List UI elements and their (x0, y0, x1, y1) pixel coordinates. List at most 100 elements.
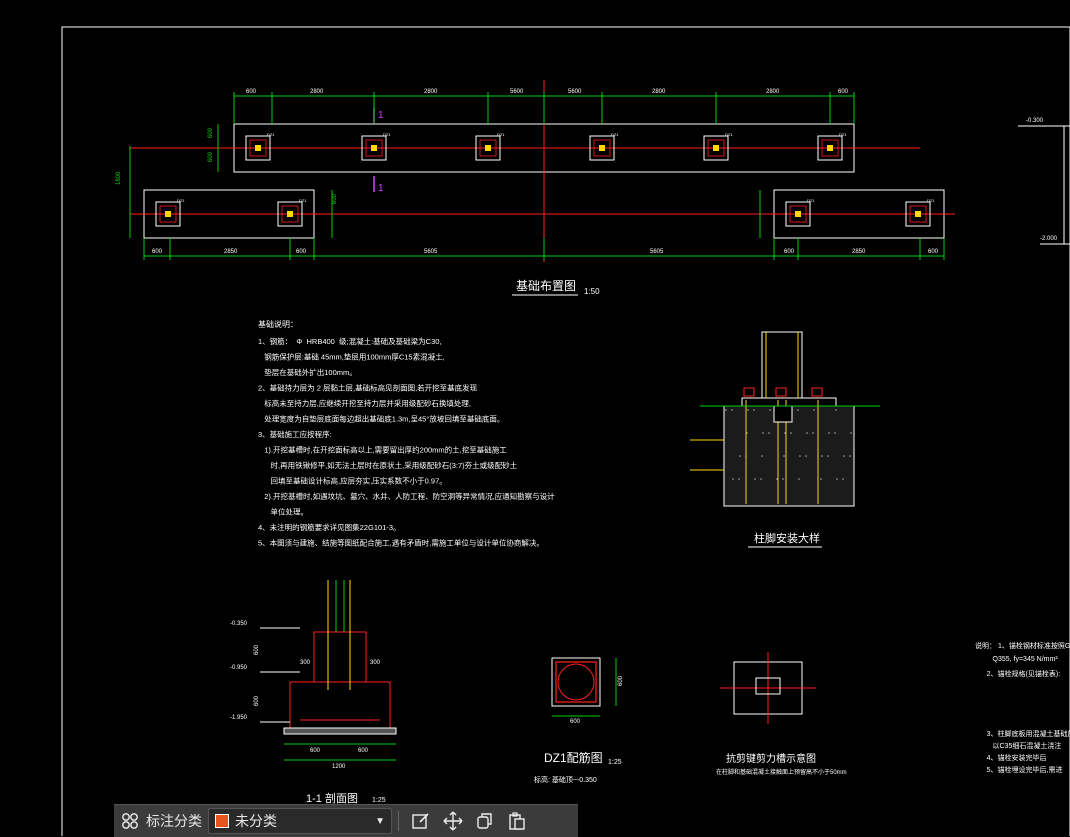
hatch-dot (798, 478, 800, 480)
dim-bottom-5: 600 (784, 249, 795, 255)
section-level-1: -0.950 (230, 665, 248, 671)
hatch-dot (827, 455, 829, 457)
right-level-1: -2.000 (1040, 236, 1058, 242)
nut-2 (775, 387, 787, 397)
hatch-dot (769, 409, 771, 411)
pier-rebar (789, 205, 807, 223)
nut-1 (743, 387, 755, 397)
pier-label: DZ1 (177, 198, 185, 203)
pier-outline (589, 135, 615, 161)
notes-line: 标高未至持力层,应继续开挖至持力层并采用级配砂石换填处理, (258, 398, 471, 408)
pier-label: DZ1 (807, 198, 815, 203)
base-plate (741, 397, 837, 407)
pile-scale: 1:25 (608, 759, 622, 766)
hatch-dot (747, 409, 749, 411)
paste-icon[interactable] (501, 805, 533, 837)
pier-outline (905, 201, 931, 227)
toolbar-divider (398, 811, 399, 831)
pier-rebar (281, 205, 299, 223)
hatch-dot (782, 478, 784, 480)
section-dim-1: 600 (358, 748, 369, 754)
hatch-dot (725, 409, 727, 411)
right-notes: 说明： 1、锚栓钢材标准按照GB/T700要求 Q355, fy=345 N/m… (975, 641, 1070, 774)
right-note-line: 4、锚栓安装完毕后 (975, 753, 1047, 762)
notes-title: 基础说明： (258, 319, 298, 329)
hatch-dot (731, 409, 733, 411)
notes-line: 时,再用铁锹修平,如无法土层时在原状土,采用级配砂石(3:7)夯土或级配砂土 (258, 460, 518, 470)
hatch-dot (784, 432, 786, 434)
section-footing (289, 681, 391, 729)
section-mark-bottom: 1 (378, 183, 384, 194)
category-dropdown[interactable]: 未分类 ▼ (208, 808, 392, 834)
notes-line: 回填至基础设计标高,应层夯实,压实系数不小于0.97。 (258, 476, 447, 486)
detail-title: 柱脚安装大样 (754, 531, 820, 545)
section-dim-0: 600 (310, 748, 321, 754)
pier-label: DZ1 (497, 132, 505, 137)
steel-column (761, 331, 803, 399)
hatch-dot (849, 455, 851, 457)
pier-column (165, 211, 171, 217)
edit-icon[interactable] (405, 805, 437, 837)
hatch-dot (739, 455, 741, 457)
dim-bottom-4: 5605 (650, 249, 664, 255)
pile-spiral (557, 663, 595, 701)
right-partial-detail: -0.300 -2.000 说明： 1、锚栓钢材标准按照GB/T700要求 Q3… (975, 118, 1070, 774)
hatch-dot (805, 455, 807, 457)
pier-label: DZ1 (725, 132, 733, 137)
shear-key-note: 在柱脚和基础混凝土接触面上预留高不小于50mm (716, 768, 847, 776)
notes-line: 1、钢筋： Φ HRB400 级;混凝土:基础及基础梁为C30, (258, 336, 442, 346)
notes-line: 1).开挖基槽时,在开挖面标高以上,需要留出厚约200mm的土,挖至基础施工 (258, 445, 507, 455)
hatch-dot (768, 432, 770, 434)
pier-column (485, 145, 491, 151)
section-level-2: -1.950 (230, 715, 248, 721)
dim-ticks-bottom (143, 238, 945, 260)
dim-bottom-7: 600 (928, 249, 939, 255)
hatch-dot (790, 432, 792, 434)
pier-outline (817, 135, 843, 161)
nut-3 (811, 387, 823, 397)
move-icon[interactable] (437, 805, 469, 837)
shear-key-detail: 抗剪键剪力槽示意图 在柱脚和基础混凝土接触面上预留高不小于50mm (716, 652, 847, 776)
pile-stirrup (555, 661, 597, 703)
section-mark-top: 1 (378, 110, 384, 121)
category-value: 未分类 (235, 813, 277, 829)
dim-left-0: 600 (208, 127, 214, 138)
dim-bottom-0: 600 (152, 249, 163, 255)
section-dim-4: 300 (370, 660, 381, 666)
dim-right-0: 600 (332, 193, 338, 204)
copy-icon[interactable] (469, 805, 501, 837)
notes-line: 5、本图须与建施、结施等图纸配合施工,遇有矛盾时,需施工单位与设计单位协商解决。 (258, 538, 544, 548)
notes-line: 钢筋保护层:基础 45mm,垫层用100mm厚C15素混凝土, (258, 352, 445, 362)
pier-column (371, 145, 377, 151)
pier-outline (155, 201, 181, 227)
pier-column (827, 145, 833, 151)
pier-rebar (909, 205, 927, 223)
hatch-dot (806, 432, 808, 434)
dim-bottom-2: 600 (296, 249, 307, 255)
right-note-line: 以C35细石混凝土浇注 (975, 741, 1061, 750)
pier-column (795, 211, 801, 217)
dim-ticks-top (233, 92, 855, 124)
pier-label: DZ1 (299, 198, 307, 203)
chevron-down-icon: ▼ (375, 815, 385, 827)
pier-rebar (593, 139, 611, 157)
pier-outline (277, 201, 303, 227)
pile-dim-1: 600 (618, 675, 624, 686)
dim-bottom-3: 5605 (424, 249, 438, 255)
notes-line: 单位处理。 (258, 507, 308, 517)
hatch-dot (754, 478, 756, 480)
section-dim-5: 600 (254, 644, 260, 655)
notes-line: 4、未注明的钢筋要求详见图集22G101-3。 (258, 522, 401, 532)
dim-bottom-6: 2850 (852, 249, 866, 255)
dim-top-7: 600 (838, 89, 849, 95)
dim-top-2: 2800 (424, 89, 438, 95)
hatch-dot (812, 432, 814, 434)
grid-icon[interactable] (114, 805, 146, 837)
hatch-dot (732, 478, 734, 480)
dim-left-2: 1800 (116, 171, 122, 185)
hatch-dot (842, 478, 844, 480)
dim-top-3: 5600 (510, 89, 524, 95)
right-note-line: 2、锚栓规格(见锚栓表): (975, 669, 1060, 678)
pier-rebar (821, 139, 839, 157)
